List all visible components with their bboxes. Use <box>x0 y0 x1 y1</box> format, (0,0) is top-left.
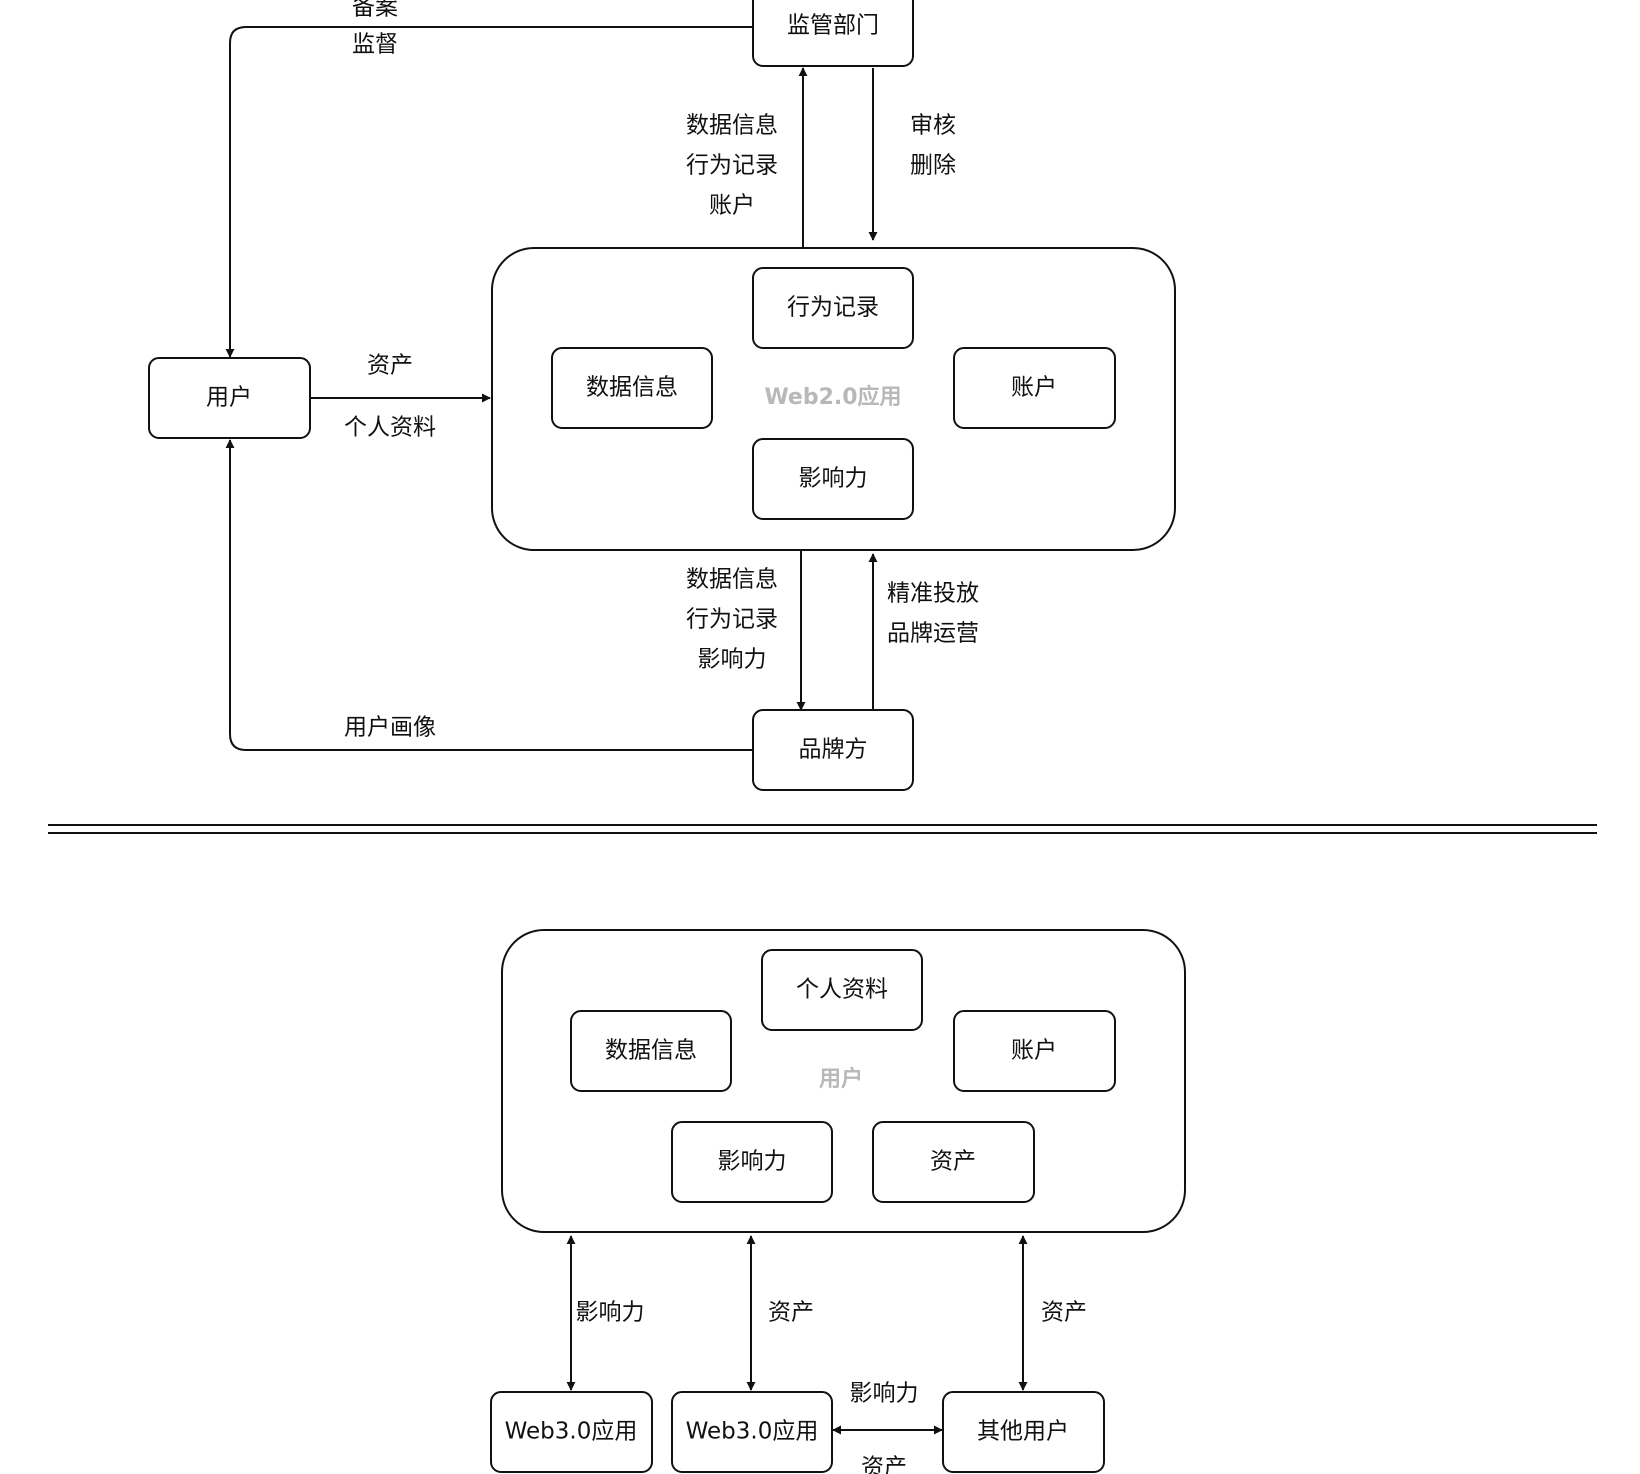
web2-app-label: Web2.0应用 <box>764 384 901 410</box>
label-user-portrait: 用户画像 <box>344 715 436 741</box>
label-down-influence: 影响力 <box>698 647 767 673</box>
app-item-behavior: 行为记录 <box>752 267 914 349</box>
user-frame-label: 用户 <box>819 1066 863 1092</box>
user-item-influence: 影响力 <box>671 1121 833 1203</box>
other-users-node: 其他用户 <box>942 1391 1105 1473</box>
svg-text:其他用户: 其他用户 <box>977 1419 1069 1445</box>
label-assets-web3-2: 资产 <box>768 1300 814 1326</box>
user-node: 用户 <box>148 357 311 439</box>
web3-app-node-1: Web3.0应用 <box>490 1391 653 1473</box>
edge-brand-to-user <box>225 439 753 751</box>
svg-text:账户: 账户 <box>1011 1038 1057 1064</box>
user-item-assets: 资产 <box>872 1121 1035 1203</box>
label-supervision: 监督 <box>352 32 398 58</box>
label-profile: 个人资料 <box>344 415 436 441</box>
app-item-influence: 影响力 <box>752 438 914 520</box>
app-item-account: 账户 <box>953 347 1116 429</box>
label-up-account: 账户 <box>709 193 755 219</box>
svg-text:账户: 账户 <box>1011 375 1057 401</box>
app-item-data: 数据信息 <box>551 347 713 429</box>
brand-node: 品牌方 <box>752 709 914 791</box>
svg-text:个人资料: 个人资料 <box>796 977 888 1003</box>
svg-text:行为记录: 行为记录 <box>787 295 879 321</box>
label-assets: 资产 <box>367 353 413 379</box>
svg-text:Web3.0应用: Web3.0应用 <box>505 1419 638 1445</box>
label-influence-web3-1: 影响力 <box>576 1300 645 1326</box>
svg-text:用户: 用户 <box>206 385 252 411</box>
web2-app-frame <box>491 247 1176 551</box>
label-assets-web3-other: 资产 <box>861 1455 907 1474</box>
user-item-data: 数据信息 <box>570 1010 732 1092</box>
regulator-node: 监管部门 <box>752 0 914 67</box>
label-delete: 删除 <box>910 153 956 179</box>
svg-text:影响力: 影响力 <box>718 1149 787 1175</box>
label-up-behavior: 行为记录 <box>686 153 778 179</box>
label-filing: 备案 <box>352 0 398 21</box>
label-review: 审核 <box>910 113 956 139</box>
svg-text:Web3.0应用: Web3.0应用 <box>686 1419 819 1445</box>
label-assets-other: 资产 <box>1041 1300 1087 1326</box>
svg-text:数据信息: 数据信息 <box>605 1038 697 1064</box>
user-item-profile: 个人资料 <box>761 949 923 1031</box>
svg-text:数据信息: 数据信息 <box>586 375 678 401</box>
label-up-data: 数据信息 <box>686 113 778 139</box>
label-targeting: 精准投放 <box>887 581 979 607</box>
svg-text:监管部门: 监管部门 <box>787 13 879 39</box>
svg-text:资产: 资产 <box>930 1149 976 1175</box>
svg-text:影响力: 影响力 <box>799 466 868 492</box>
label-down-behavior: 行为记录 <box>686 607 778 633</box>
svg-text:品牌方: 品牌方 <box>799 737 868 763</box>
label-down-data: 数据信息 <box>686 567 778 593</box>
label-influence-web3-other: 影响力 <box>850 1381 919 1407</box>
edge-regulator-to-user <box>225 26 753 358</box>
web3-app-node-2: Web3.0应用 <box>671 1391 833 1473</box>
user-item-account: 账户 <box>953 1010 1116 1092</box>
label-brand-ops: 品牌运营 <box>887 621 979 647</box>
